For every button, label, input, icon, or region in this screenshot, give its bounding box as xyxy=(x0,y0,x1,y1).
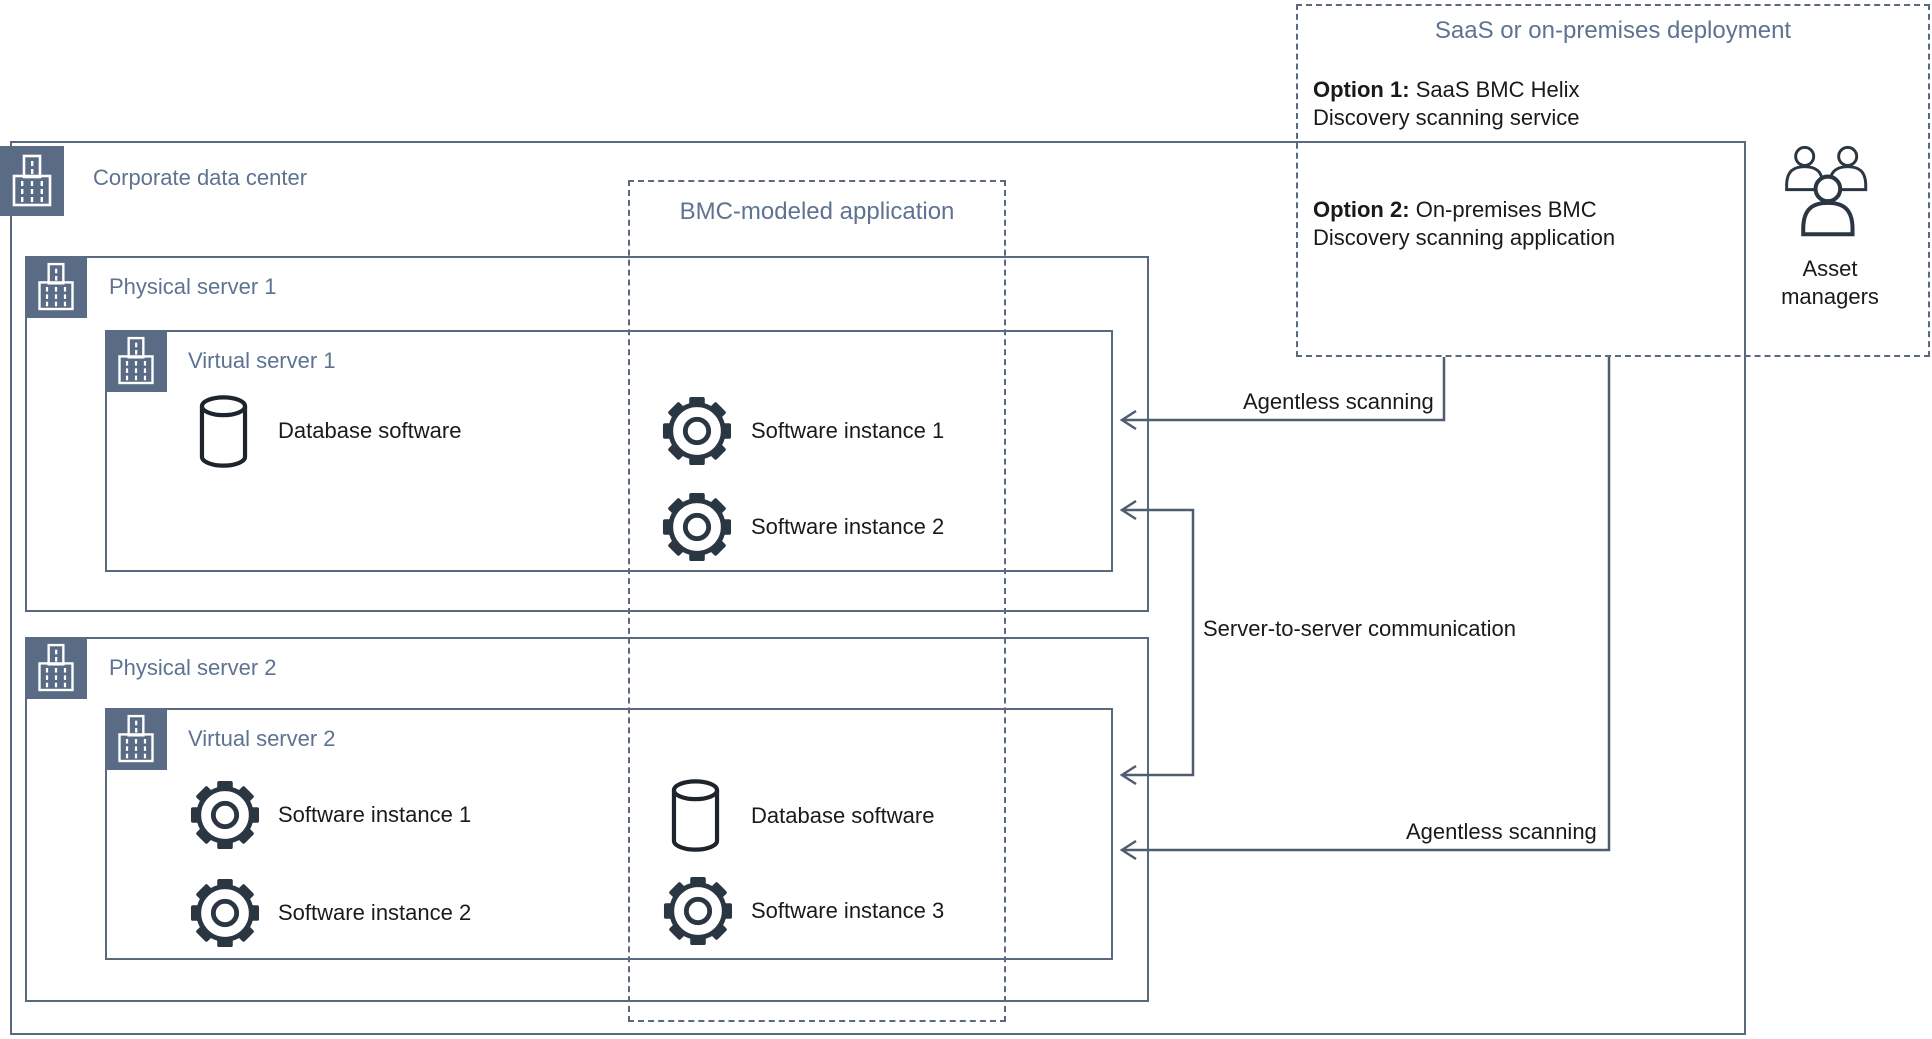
saas-deployment-box xyxy=(1296,4,1930,357)
option-2-lead: Option 2: xyxy=(1313,197,1410,222)
virtual-server-2-box xyxy=(105,708,1113,960)
physical-server-1-label: Physical server 1 xyxy=(109,274,277,299)
saas-deployment-title: SaaS or on-premises deployment xyxy=(1434,17,1792,44)
option-1-text: Option 1:SaaS BMC Helix Discovery scanni… xyxy=(1313,76,1580,132)
corporate-data-center-box xyxy=(10,141,1746,1035)
option-2-text: Option 2:On-premises BMC Discovery scann… xyxy=(1313,196,1615,252)
option-1-line1: SaaS BMC Helix xyxy=(1415,77,1580,102)
vs2-database-software-label: Database software xyxy=(751,803,935,828)
virtual-server-2-label: Virtual server 2 xyxy=(188,726,336,751)
vs1-software-instance-1-label: Software instance 1 xyxy=(751,418,945,443)
physical-server-2-building-icon xyxy=(25,637,87,699)
virtual-server-2-building-icon xyxy=(105,708,167,770)
database-icon xyxy=(197,395,250,468)
virtual-server-1-box xyxy=(105,330,1113,572)
physical-server-1-building-icon xyxy=(25,256,87,318)
agentless-scanning-bottom-label: Agentless scanning xyxy=(1406,819,1597,844)
gear-icon xyxy=(190,780,260,850)
virtual-server-1-building-icon xyxy=(105,330,167,392)
asset-managers-label: Asset managers xyxy=(1781,256,1879,309)
option-1-line2: Discovery scanning service xyxy=(1313,105,1580,130)
option-1-lead: Option 1: xyxy=(1313,77,1410,102)
vs2-software-instance-1-label: Software instance 1 xyxy=(278,802,472,827)
vs2-software-instance-3-label: Software instance 3 xyxy=(751,898,945,923)
vs2-software-instance-2-label: Software instance 2 xyxy=(278,900,472,925)
gear-icon xyxy=(190,878,260,948)
server-to-server-label: Server-to-server communication xyxy=(1203,616,1516,641)
bmc-modeled-application-box xyxy=(628,180,1006,1022)
physical-server-2-label: Physical server 2 xyxy=(109,655,277,680)
corporate-building-icon xyxy=(0,146,64,216)
gear-icon xyxy=(662,492,732,562)
option-2-line1: On-premises BMC xyxy=(1415,197,1597,222)
bmc-modeled-application-title: BMC-modeled application xyxy=(679,198,955,225)
database-icon xyxy=(669,779,722,852)
gear-icon xyxy=(662,396,732,466)
vs1-software-instance-2-label: Software instance 2 xyxy=(751,514,945,539)
gear-icon xyxy=(663,876,733,946)
agentless-scanning-top-label: Agentless scanning xyxy=(1243,389,1434,414)
corporate-data-center-label: Corporate data center xyxy=(93,165,308,190)
virtual-server-1-label: Virtual server 1 xyxy=(188,348,336,373)
vs1-database-software-label: Database software xyxy=(278,418,462,443)
option-2-line2: Discovery scanning application xyxy=(1313,225,1616,250)
